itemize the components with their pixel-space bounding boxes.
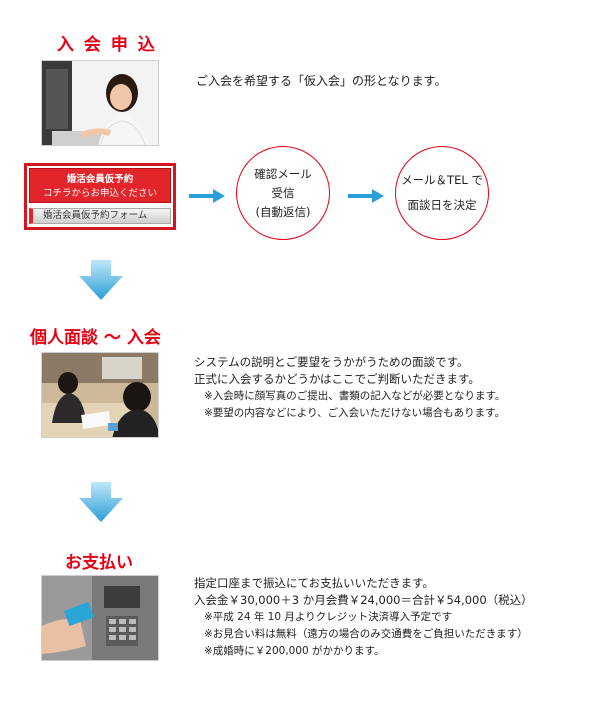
banner-reserve-button[interactable]: 婚活会員仮予約 コチラからお申込ください (29, 168, 171, 203)
step1-description: ご入会を希望する「仮入会」の形となります。 (196, 74, 447, 88)
banner-line2: コチラからお申込ください (42, 188, 157, 199)
step-circle-confirmation: 確認メール 受信 (自動返信) (236, 146, 330, 240)
step3-line: 入会金￥30,000＋3 か月会費￥24,000＝合計￥54,000（税込） (194, 593, 533, 607)
step1-photo (41, 60, 159, 146)
step-circle-schedule: メール＆TEL で 面談日を決定 (395, 146, 489, 240)
banner-form-link[interactable]: 婚活会員仮予約フォーム (29, 208, 171, 224)
circle2-line2: 面談日を決定 (407, 198, 477, 212)
step2-title: 個人面談 ～ 入会 (30, 328, 161, 348)
right-arrow-icon (348, 189, 384, 203)
step3-note: ※お見合い料は無料（遠方の場合のみ交通費をご負担いただきます） (204, 628, 528, 640)
step3-text: 指定口座まで振込にてお支払いいただきます。 入会金￥30,000＋3 か月会費￥… (194, 575, 533, 660)
step2-photo (41, 352, 159, 438)
circle1-line3: (自動返信) (255, 204, 311, 219)
circle1-line2: 受信 (271, 185, 295, 200)
circle2-line1: メール＆TEL で (401, 173, 483, 187)
right-arrow-icon (189, 189, 225, 203)
woman-at-computer-image (42, 61, 158, 145)
step3-photo (41, 575, 159, 661)
down-arrow-icon (79, 482, 123, 522)
step3-line: 指定口座まで振込にてお支払いいただきます。 (194, 576, 435, 590)
step2-line: 正式に入会するかどうかはここでご判断いただきます。 (194, 372, 480, 386)
step3-note: ※平成 24 年 10 月よりクレジット決済導入予定です (204, 611, 453, 623)
step2-text: システムの説明とご要望をうかがうための面談です。 正式に入会するかどうかはここで… (194, 354, 505, 422)
reservation-banner[interactable]: 婚活会員仮予約 コチラからお申込ください 婚活会員仮予約フォーム (24, 163, 176, 230)
step3-title: お支払い (65, 553, 133, 573)
step2-note: ※入会時に顔写真のご提出、書類の記入などが必要となります。 (204, 390, 506, 402)
circle1-line1: 確認メール (254, 166, 312, 181)
step2-note: ※要望の内容などにより、ご入会いただけない場合もあります。 (204, 407, 506, 419)
step1-title: 入 会 申 込 (57, 35, 157, 55)
step3-note: ※成婚時に￥200,000 がかかります。 (204, 645, 385, 657)
atm-payment-image (42, 576, 158, 660)
step2-line: システムの説明とご要望をうかがうための面談です。 (194, 355, 469, 369)
down-arrow-icon (79, 260, 123, 300)
banner-line1: 婚活会員仮予約 (66, 174, 134, 185)
interview-image (42, 353, 158, 437)
